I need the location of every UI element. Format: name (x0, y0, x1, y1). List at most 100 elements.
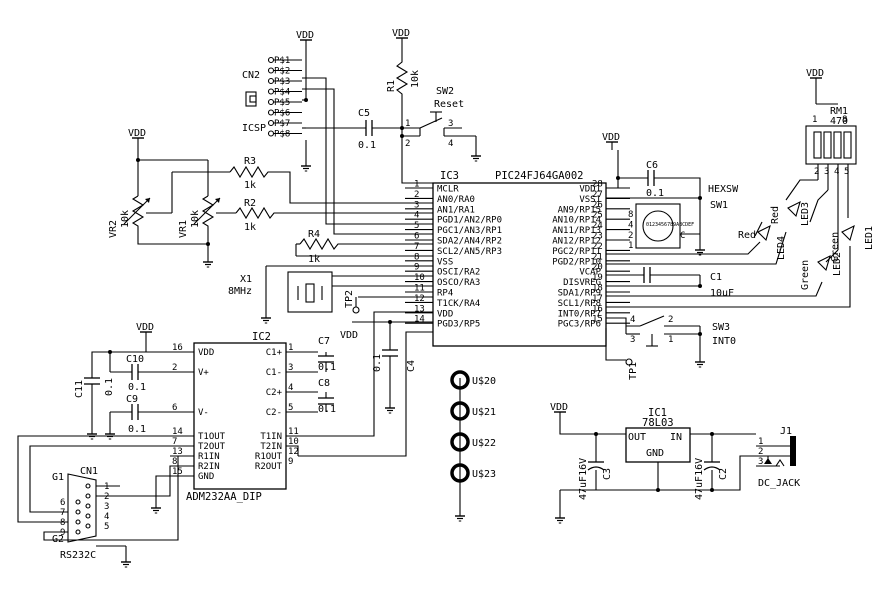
pin-name: VDD (437, 309, 453, 319)
c6-ref: C6 (646, 160, 658, 171)
pin-number: 26 (592, 200, 603, 210)
cn1-pin: 2 (104, 492, 109, 502)
pin-name: T1IN (260, 432, 282, 442)
pin-label: P$3 (274, 77, 290, 87)
cn1-pin: 7 (60, 508, 65, 518)
led1-color: Green (830, 232, 841, 262)
pin-number: 2 (414, 190, 419, 200)
pin-name: T2OUT (198, 442, 226, 452)
pin-name: R2OUT (255, 462, 283, 472)
pin-number: 24 (592, 221, 603, 231)
vr2-ref: VR2 (108, 220, 119, 238)
r1-value: 10k (410, 70, 421, 88)
cn2-pin: P$6 (267, 109, 302, 119)
c8-ref: C8 (318, 378, 330, 389)
led4-ref: LED4 (776, 236, 787, 260)
r3-value: 1k (244, 180, 256, 191)
hexsw-pin: 2 (628, 231, 633, 241)
pin-number: 5 (288, 403, 293, 413)
pin-name: VCAP (579, 268, 601, 278)
sw3-label: INT0 (712, 336, 736, 347)
c8-value: 0.1 (318, 404, 336, 415)
svg-text:2: 2 (405, 139, 410, 149)
crystal-x1: X1 8MHz (228, 265, 433, 324)
cn1-ref: CN1 (80, 466, 98, 477)
cn1-pin: 5 (104, 522, 109, 532)
svg-text:3: 3 (448, 119, 453, 129)
pin-number: 16 (172, 343, 183, 353)
mounting-hole: U$21 (450, 401, 496, 421)
pin-number: 3 (414, 200, 419, 210)
pin-number: 23 (592, 232, 603, 242)
pin-name: VDD1 (579, 185, 601, 195)
hexsw-digits: 0123456789ABCDEF (646, 222, 694, 228)
pin-number: 8 (414, 252, 419, 262)
pin-label: P$8 (274, 130, 290, 140)
pin-number: 14 (172, 427, 183, 437)
mounting-hole: U$20 (450, 370, 496, 390)
pin-name: AN1/RA1 (437, 205, 475, 215)
vdd-label: VDD (602, 132, 620, 143)
pin-number: 5 (414, 221, 419, 231)
pin-label: P$4 (274, 88, 290, 98)
tp1-ref: TP1 (628, 362, 639, 380)
ic2-pin-5: 5C2- (266, 403, 294, 418)
mounting-hole: U$22 (450, 432, 496, 452)
tp2-ref: TP2 (344, 290, 355, 308)
sw3-pin: 1 (668, 335, 673, 345)
c2-ref: C2 (718, 468, 729, 480)
led3-color: Red (770, 206, 781, 224)
cn2-pin: P$3 (267, 77, 302, 87)
pin-name: SDA1/RP9 (558, 289, 601, 299)
vdd-label: VDD (296, 30, 314, 41)
c9-ref: C9 (126, 394, 138, 405)
r4-resistor: R4 1k (295, 229, 433, 265)
led4-color: Red (738, 230, 756, 241)
pin-number: 7 (414, 242, 419, 252)
ic1-regulator: IC1 78L03 OUT IN GND VDD 47uF16V C3 47uF… (550, 402, 756, 524)
c9-value: 0.1 (128, 424, 146, 435)
pin-number: 1 (288, 343, 293, 353)
pin-name: AN11/RP13 (552, 226, 601, 236)
r2-ref: R2 (244, 198, 256, 209)
pin-name: AN10/RP14 (552, 216, 601, 226)
j1-pin: 1 (758, 437, 763, 447)
rs232c-label: RS232C (60, 550, 96, 561)
pin-name: V+ (198, 368, 209, 378)
pin-number: 8 (172, 457, 177, 467)
cn2-icsp-header: CN2 ICSP P$1P$2P$3P$4P$5P$6P$7P$8 VDD (242, 30, 314, 172)
pin-number: 3 (288, 363, 293, 373)
j1-pin: 3 (758, 457, 763, 467)
c10-value: 0.1 (128, 382, 146, 393)
pin-name: VSS (437, 257, 453, 267)
pin-number: 20 (592, 263, 603, 273)
pin-number: 28 (592, 180, 603, 190)
x1-ref: X1 (240, 274, 252, 285)
c5-ref: C5 (358, 108, 370, 119)
ic3-ref: IC3 (440, 170, 459, 182)
cn2-pin: P$2 (267, 67, 302, 77)
ic2-pin-1: 1C1+ (266, 343, 294, 358)
pin-number: 4 (288, 383, 293, 393)
c11-value: 0.1 (104, 378, 115, 396)
pin-number: 18 (592, 284, 603, 294)
pin-name: C1+ (266, 348, 283, 358)
pin13-vdd-c4: VDD 0.1 C4 (298, 320, 433, 457)
